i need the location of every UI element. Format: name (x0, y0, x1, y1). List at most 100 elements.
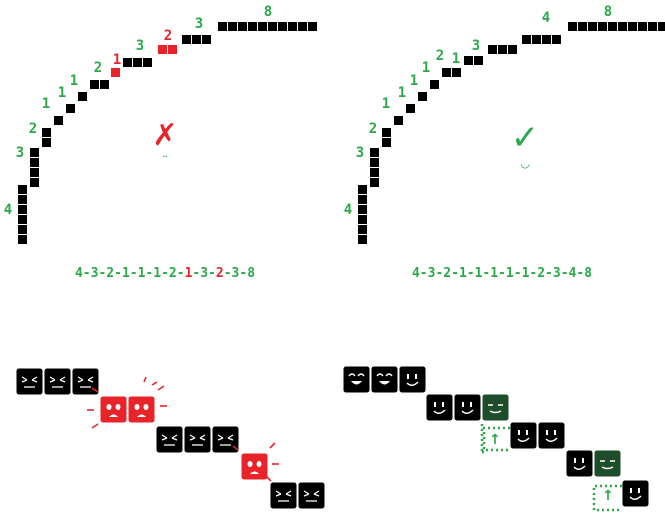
block-body (370, 365, 399, 394)
sequence-char: - (192, 266, 200, 281)
curve-pixel (143, 58, 152, 67)
sequence-char: 4 (75, 266, 83, 281)
block-body (621, 479, 650, 508)
eye-icon (407, 374, 409, 379)
smile-mouth-icon (517, 437, 530, 442)
curve-pixel (168, 45, 177, 54)
curve-pixel (202, 35, 211, 44)
sequence-char: 4 (569, 266, 577, 281)
curve-pixel (498, 45, 507, 54)
dotted-path (592, 484, 622, 512)
eye-icon (256, 461, 262, 467)
shock-spike (143, 376, 158, 386)
block-body (211, 425, 240, 454)
shock-spike (232, 445, 239, 451)
step-label: 4 (542, 10, 550, 26)
eye-icon (546, 430, 548, 435)
block-happy (342, 365, 371, 394)
curve-pixel (358, 185, 367, 194)
eye-icon (574, 458, 576, 463)
curve-pixel (192, 35, 201, 44)
curve-pixel (382, 128, 391, 137)
block-body (425, 393, 454, 422)
block-frown (15, 367, 44, 396)
curve-pixel (532, 35, 541, 44)
curve-pixel (474, 56, 483, 65)
curve-pixel (370, 178, 379, 187)
curve-pixel (568, 22, 577, 31)
sequence-char: - (482, 266, 490, 281)
block-body (453, 393, 482, 422)
frown-face-icon (49, 376, 66, 388)
eye-icon (442, 402, 444, 407)
sequence-char: - (529, 266, 537, 281)
block-body (481, 393, 510, 422)
curve-pixel (358, 225, 367, 234)
left-pixel-curve (18, 22, 317, 244)
step-label: 8 (264, 4, 272, 20)
curve-pixel (268, 22, 277, 31)
step-label: 3 (136, 38, 144, 54)
curve-pixel (370, 168, 379, 177)
step-label: 2 (94, 60, 102, 76)
curve-pixel (370, 148, 379, 157)
mouth-icon (109, 414, 118, 417)
curve-pixel (18, 195, 27, 204)
curve-pixel (588, 22, 597, 31)
curve-pixel (133, 58, 142, 67)
sequence-char: - (98, 266, 106, 281)
smile-mouth-icon (406, 381, 419, 386)
curve-pixel (30, 168, 39, 177)
bottom-left-block-staircase (15, 367, 326, 510)
frown-face-icon (217, 434, 234, 446)
curve-pixel (598, 22, 607, 31)
mouth-icon (250, 471, 259, 474)
bottom-right-block-staircase: ↑↑ (342, 365, 650, 512)
step-label: 2 (369, 121, 377, 137)
sequence-char: - (435, 266, 443, 281)
sequence-char: 1 (475, 266, 483, 281)
sequence-char: 2 (216, 266, 224, 281)
curve-pixel (278, 22, 287, 31)
block-frown (155, 425, 184, 454)
curve-pixel (648, 22, 657, 31)
sequence-char: 8 (584, 266, 592, 281)
curve-pixel (228, 22, 237, 31)
curve-pixel (358, 215, 367, 224)
step-label: 1 (70, 73, 78, 89)
curve-pixel (30, 158, 39, 167)
eye-icon (434, 402, 436, 407)
curve-pixel (430, 80, 439, 89)
step-label: 1 (410, 73, 418, 89)
eye-icon (526, 430, 528, 435)
step-label: 1 (422, 60, 430, 76)
sequence-char: 2 (537, 266, 545, 281)
sequence-char: 1 (506, 266, 514, 281)
happy-mouth-icon (379, 381, 390, 385)
sequence-char: - (576, 266, 584, 281)
curve-pixel (418, 92, 427, 101)
block-calm (593, 449, 622, 478)
mouth-icon (137, 414, 146, 417)
curve-pixel (358, 205, 367, 214)
block-body (240, 452, 269, 481)
happy-mouth-icon (351, 381, 362, 385)
sequence-char: 4 (412, 266, 420, 281)
sequence-char: - (145, 266, 153, 281)
curve-pixel (638, 22, 647, 31)
block-body (155, 425, 184, 454)
curve-pixel (522, 35, 531, 44)
curve-pixel (608, 22, 617, 31)
smile-mouth-icon (461, 409, 474, 414)
eye-icon (143, 404, 149, 410)
curve-pixel (18, 225, 27, 234)
curve-pixel (464, 56, 473, 65)
sequence-char: 3 (553, 266, 561, 281)
curve-pixel (358, 235, 367, 244)
block-smile (621, 479, 650, 508)
sequence-char: 3 (91, 266, 99, 281)
frown-face-icon (161, 434, 178, 446)
curve-pixel (158, 45, 167, 54)
sequence-char: - (177, 266, 185, 281)
block-frown (183, 425, 212, 454)
